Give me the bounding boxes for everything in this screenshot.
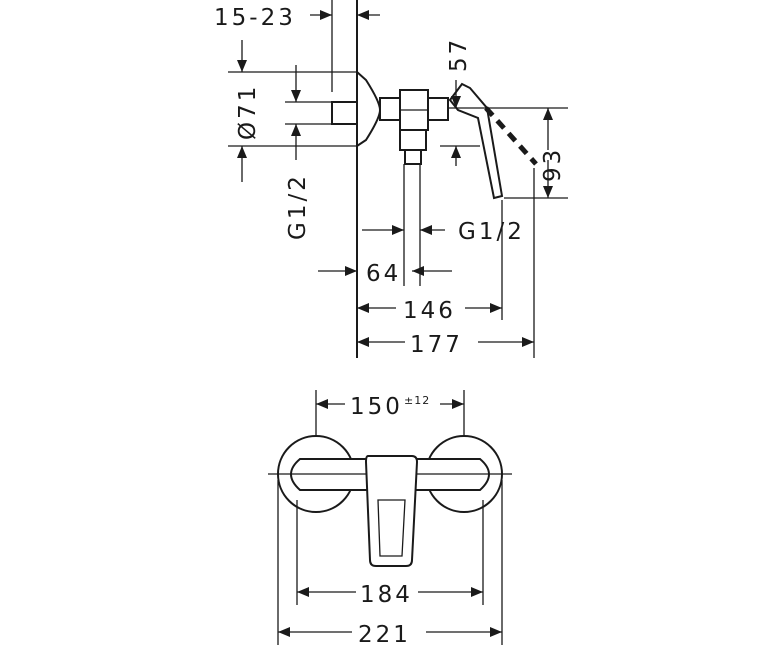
- outlet: [399, 129, 427, 151]
- dim-label-15-23: 15-23: [214, 5, 296, 31]
- dim-label-177: 177: [410, 332, 463, 358]
- dim-label-64: 64: [366, 261, 401, 287]
- side-view: 15-23 Ø71 G1/2 57 93 G1/2 64 146 177: [214, 0, 568, 358]
- dim-label-diameter: Ø71: [235, 84, 261, 140]
- rosette: [356, 69, 382, 148]
- dim-label-221: 221: [358, 622, 411, 648]
- dim-label-184: 184: [360, 582, 413, 608]
- front-view: 150 ±12 184 221: [268, 390, 512, 648]
- cartridge-housing: [427, 97, 449, 121]
- dim-label-146: 146: [403, 298, 456, 324]
- dim-label-g12-right: G1/2: [458, 219, 525, 245]
- dim-label-57: 57: [446, 37, 472, 72]
- body-connector: [379, 97, 401, 121]
- dim-label-150: 150: [350, 394, 403, 420]
- lever-front: [364, 455, 419, 567]
- outlet-nut: [404, 149, 422, 165]
- lever-handle: [448, 82, 504, 200]
- lever-front-inner: [377, 499, 406, 557]
- lever-open-position: [484, 106, 538, 166]
- dim-label-tolerance: ±12: [404, 394, 430, 407]
- dim-label-g12-left: G1/2: [285, 173, 311, 240]
- dim-label-93: 93: [540, 147, 566, 182]
- inlet-stub: [331, 101, 358, 125]
